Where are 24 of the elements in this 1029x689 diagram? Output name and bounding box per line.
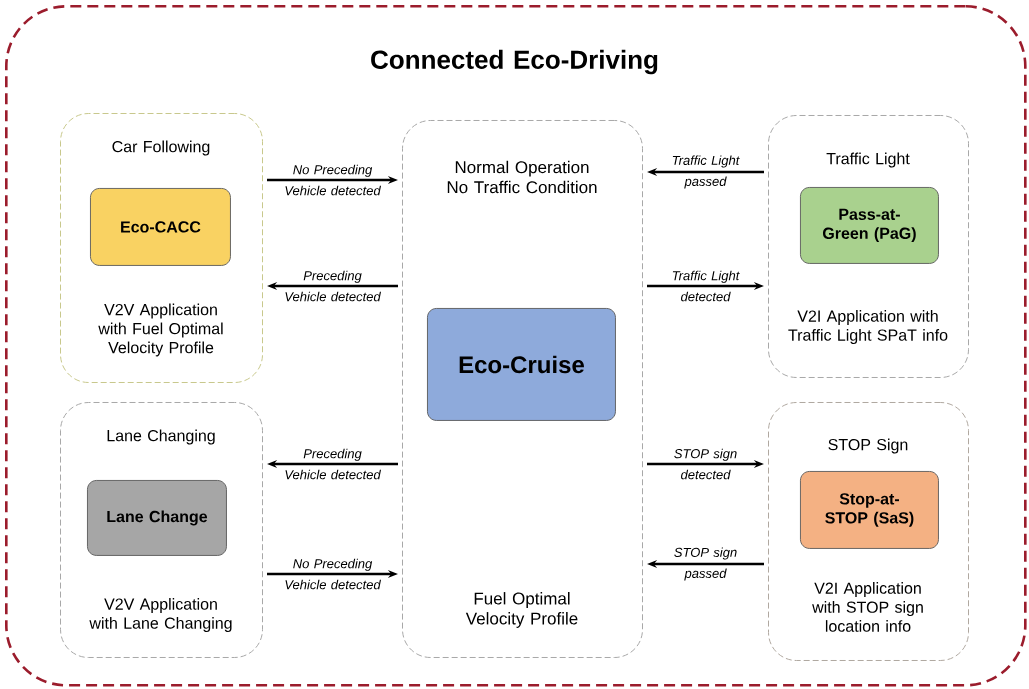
edge-label: Preceding Vehicle detected <box>285 448 381 480</box>
title: Connected Eco-Driving <box>371 49 658 75</box>
group-description: V2V Application with Lane Changing <box>89 598 232 632</box>
group-description: V2V Application with Fuel Optimal Velocity Profile <box>98 303 223 357</box>
state-box: Eco-CACC <box>90 188 231 266</box>
state-box: Lane Change <box>87 480 227 556</box>
group-description: Fuel Optimal Velocity Profile <box>465 592 578 628</box>
edge-label: No Preceding Vehicle detected <box>285 558 381 590</box>
group-heading: Car Following <box>112 140 210 156</box>
group-heading: Lane Changing <box>107 429 215 445</box>
state-box: Stop-at-STOP (SaS) <box>800 471 939 549</box>
group-description: V2I Application with Traffic Light SPaT info <box>788 310 948 344</box>
state-box: Pass-at-Green (PaG) <box>800 187 939 264</box>
group-heading: Traffic Light <box>826 152 910 168</box>
state-box: Eco-Cruise <box>427 308 616 421</box>
edge-label: STOP sign passed <box>674 547 737 581</box>
edge-label: Traffic Light detected <box>672 270 740 302</box>
group-heading: Normal Operation No Traffic Condition <box>447 160 597 194</box>
edge-label: Traffic Light passed <box>672 155 740 189</box>
group-heading: STOP Sign <box>828 438 908 454</box>
group-description: V2I Application with STOP sign location info <box>812 582 923 632</box>
edge-label: Preceding Vehicle detected <box>285 270 381 302</box>
edge-label: STOP sign detected <box>674 448 737 480</box>
edge-label: No Preceding Vehicle detected <box>285 164 381 196</box>
